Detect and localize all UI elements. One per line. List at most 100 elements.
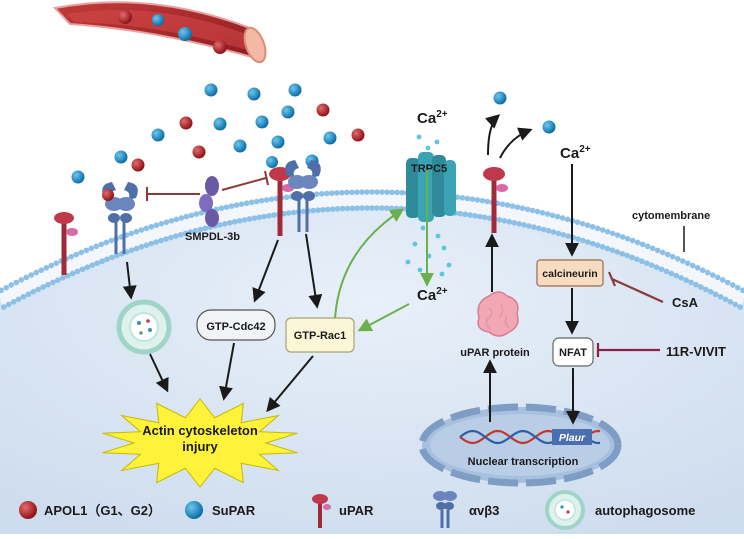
lipid-head-outer	[699, 267, 706, 274]
lipid-head-inner	[74, 268, 81, 275]
lipid-head-inner	[545, 227, 552, 234]
lipid-head-outer	[549, 212, 556, 219]
lipid-head-outer	[364, 189, 370, 195]
apol1-particle	[351, 128, 365, 142]
legend-apol1: APOL1（G1、G2）	[19, 501, 161, 519]
lipid-head-outer	[714, 274, 721, 281]
lipid-head-outer	[218, 205, 225, 211]
lipid-head-inner	[683, 277, 689, 283]
lipid-head-outer	[268, 196, 275, 202]
lipid-head-outer	[564, 216, 571, 223]
lipid-head-inner	[555, 230, 562, 237]
lipid-head-inner	[69, 270, 76, 277]
lipid-head-inner	[256, 214, 263, 221]
lipid-head-inner	[334, 206, 341, 212]
ca-top-label: Ca2+	[417, 109, 448, 127]
lipid-head-outer	[504, 202, 511, 208]
lipid-head-outer	[243, 200, 250, 207]
lipid-head-inner	[197, 226, 204, 233]
lipid-head-inner	[148, 240, 155, 247]
calcium-dot	[446, 262, 452, 268]
lipid-head-outer	[334, 190, 340, 196]
calcineurin-box: calcineurin	[536, 259, 604, 287]
lipid-head-inner	[55, 277, 61, 283]
lipid-head-outer	[709, 272, 716, 278]
lipid-head-inner	[486, 215, 493, 221]
lipid-head-outer	[574, 219, 581, 226]
lipid-head-inner	[688, 279, 694, 286]
lipid-head-outer	[324, 190, 330, 197]
lipid-head-inner	[320, 206, 326, 213]
calcium-dot	[420, 225, 426, 231]
lipid-head-inner	[182, 230, 189, 237]
lipid-head-outer	[639, 241, 646, 248]
lipid-head-inner	[10, 299, 17, 305]
upar-receptor-right	[483, 167, 508, 233]
lipid-head-outer	[394, 189, 400, 196]
lipid-head-outer	[554, 213, 561, 220]
plaur-label: Plaur	[559, 432, 586, 444]
ca-right-label: Ca2+	[560, 144, 591, 162]
trpc5-channel-icon	[406, 152, 456, 222]
lipid-head-outer	[143, 225, 150, 232]
smpdl-inhibition	[146, 170, 269, 201]
arrow-autophagosome-to-injury	[149, 353, 169, 393]
lipid-head-outer	[258, 197, 265, 204]
lipid-head-outer	[38, 267, 45, 274]
lipid-head-outer	[629, 237, 636, 244]
gtp-cdc42-label: GTP-Cdc42	[206, 321, 265, 333]
supar-particle	[247, 87, 261, 101]
calcineurin-label: calcineurin	[542, 268, 597, 280]
upar-protein-icon	[477, 291, 519, 337]
lipid-head-inner	[40, 284, 46, 290]
lipid-head-outer	[233, 202, 240, 208]
lipid-head-inner	[231, 218, 238, 225]
lipid-head-inner	[619, 250, 626, 257]
lipid-head-inner	[153, 239, 159, 245]
lipid-head-outer	[464, 195, 471, 202]
lipid-head-outer	[544, 211, 551, 217]
arrow-integrin-to-rac1	[305, 233, 323, 309]
lipid-head-inner	[565, 233, 571, 239]
lipid-head-inner	[50, 279, 56, 286]
lipid-head-inner	[202, 225, 209, 232]
csa-inhibition	[611, 277, 664, 304]
lipid-head-inner	[693, 281, 699, 288]
lipid-head-outer	[138, 227, 145, 233]
lipid-head-outer	[98, 241, 105, 248]
lipid-head-outer	[153, 222, 160, 229]
lipid-head-inner	[594, 242, 601, 249]
lipid-head-inner	[236, 218, 243, 224]
lipid-head-outer	[238, 201, 245, 207]
legend-upar	[312, 494, 331, 528]
lipid-head-outer	[349, 189, 355, 196]
lipid-head-outer	[23, 274, 30, 281]
lipid-head-inner	[550, 229, 557, 235]
lipid-head-inner	[325, 206, 331, 213]
gtp-rac1-box: GTP-Rac1	[285, 317, 355, 353]
actin-label-line1: Actin cytoskeleton	[142, 423, 258, 438]
lipid-head-outer	[534, 208, 541, 215]
lipid-head-inner	[35, 286, 42, 293]
upar-receptor-center	[266, 156, 294, 236]
lipid-head-inner	[629, 254, 635, 261]
lipid-head-inner	[599, 244, 606, 250]
avb3-integrin-center	[285, 160, 321, 232]
lipid-head-inner	[457, 210, 464, 217]
lipid-head-inner	[173, 233, 179, 239]
nfat-box: NFAT	[552, 337, 594, 367]
apol1-particle	[179, 116, 193, 130]
lipid-head-inner	[722, 296, 729, 303]
lipid-head-outer	[734, 284, 741, 291]
lipid-head-inner	[481, 214, 488, 221]
circulating-particles	[71, 83, 556, 184]
lipid-head-outer	[474, 197, 481, 203]
lipid-head-outer	[644, 243, 651, 250]
lipid-head-inner	[0, 304, 7, 310]
legend-autophagosome	[545, 490, 585, 530]
lipid-head-inner	[732, 301, 739, 308]
lipid-head-outer	[684, 260, 691, 267]
lipid-head-inner	[540, 226, 547, 233]
lipid-head-outer	[479, 197, 486, 204]
